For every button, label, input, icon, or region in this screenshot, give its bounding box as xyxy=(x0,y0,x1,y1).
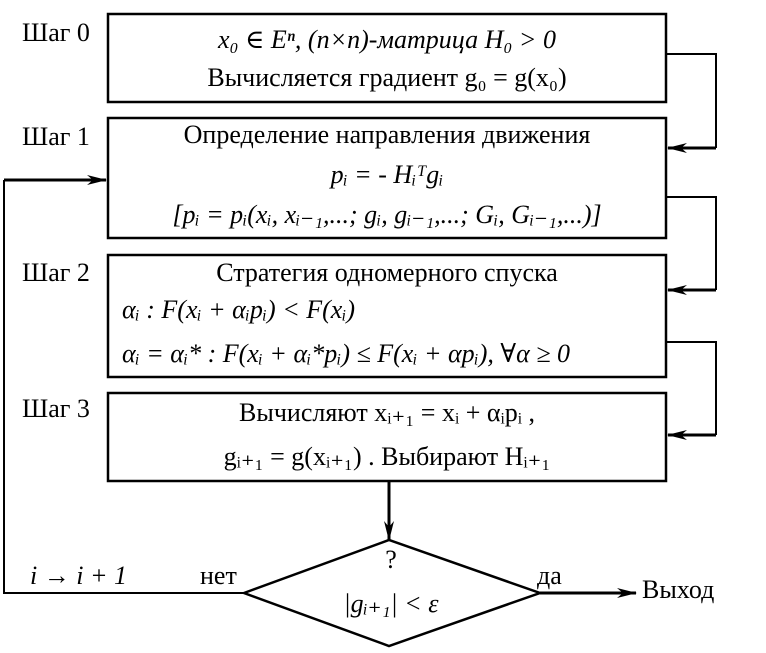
connector-2-3 xyxy=(666,341,717,435)
no-label: нет xyxy=(200,561,237,590)
step-3-line1: Вычисляют xᵢ₊₁ = xᵢ + αᵢpᵢ , xyxy=(239,398,535,427)
step-3-label: Шаг 3 xyxy=(22,394,90,423)
yes-label: да xyxy=(537,561,562,590)
step-1-label: Шаг 1 xyxy=(22,122,90,151)
step-3-line2: gᵢ₊₁ = g(xᵢ₊₁) . Выбирают Hᵢ₊₁ xyxy=(224,442,551,471)
step-1-line3: [pᵢ = pᵢ(xᵢ, xᵢ₋₁,...; gᵢ, gᵢ₋₁,...; Gᵢ,… xyxy=(172,200,601,229)
decision-question: ? xyxy=(385,545,397,574)
connector-0-1 xyxy=(666,53,717,148)
step-0-line2: Вычисляется градиент g₀ = g(x₀) xyxy=(207,63,566,92)
step-1-box xyxy=(106,116,668,240)
step-2-line1: Стратегия одномерного спуска xyxy=(216,258,558,287)
connector-1-2 xyxy=(666,196,717,290)
step-3-box xyxy=(106,391,668,483)
decision-condition: |gᵢ₊₁| < ε xyxy=(344,589,440,618)
step-2-box xyxy=(106,253,668,379)
step-1-line2: pᵢ = - Hᵢᵀgᵢ xyxy=(329,160,444,189)
step-0-label: Шаг 0 xyxy=(22,18,90,47)
step-2-line2: αᵢ : F(xᵢ + αᵢpᵢ) < F(xᵢ) xyxy=(122,295,355,324)
exit-label: Выход xyxy=(642,575,714,604)
step-2-line3: αᵢ = αᵢ* : F(xᵢ + αᵢ*pᵢ) ≤ F(xᵢ + αpᵢ), … xyxy=(122,339,570,368)
step-0-line1: x₀ ∈ Eⁿ, (n×n)-матрица H₀ > 0 xyxy=(217,25,556,54)
step-0-box xyxy=(106,12,668,104)
loop-back-line xyxy=(3,180,244,594)
step-2-label: Шаг 2 xyxy=(22,258,90,287)
loop-label: i → i + 1 xyxy=(30,561,127,590)
step-1-line1: Определение направления движения xyxy=(184,120,591,149)
